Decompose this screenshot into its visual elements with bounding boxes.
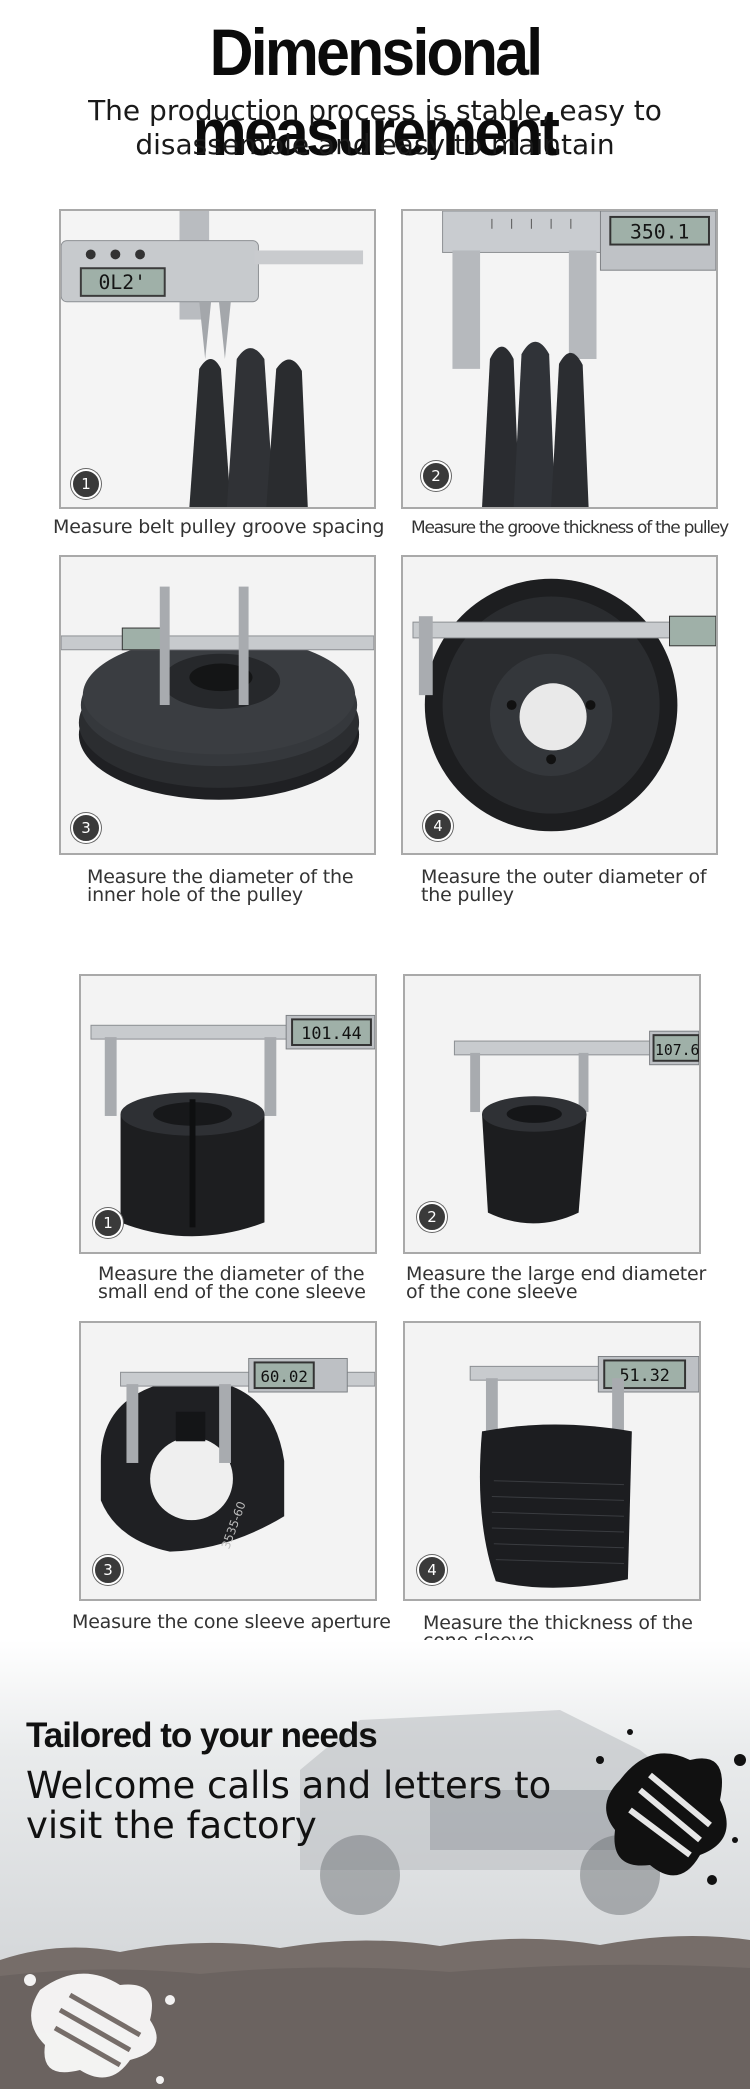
subtitle-line-2: disassemble and easy to maintain bbox=[135, 128, 615, 161]
caliper-pulley-illustration bbox=[403, 557, 716, 853]
step-badge: 3 bbox=[71, 813, 101, 843]
photo-inner-hole: 3 bbox=[59, 555, 376, 855]
caliper-reading: 107.6 bbox=[655, 1042, 699, 1059]
caption-line: Measure the diameter of the bbox=[98, 1263, 365, 1285]
truck-background bbox=[0, 1640, 750, 2089]
step-badge: 4 bbox=[423, 811, 453, 841]
caption-outer-diameter: Measure the outer diameter of the pulley bbox=[421, 866, 707, 906]
photo-sleeve-large-end: 107.6 2 bbox=[403, 974, 701, 1254]
photo-sleeve-aperture: 3535-60 60.02 3 bbox=[79, 1321, 377, 1601]
caption-sleeve-aperture: Measure the cone sleeve aperture bbox=[72, 1611, 391, 1633]
step-badge: 3 bbox=[93, 1555, 123, 1585]
caliper-reading: 350.1 bbox=[630, 221, 689, 244]
photo-groove-spacing: 0L2' 1 bbox=[59, 209, 376, 509]
step-badge: 2 bbox=[417, 1202, 447, 1232]
step-badge: 4 bbox=[417, 1555, 447, 1585]
caption-line: Measure the outer diameter of bbox=[421, 866, 707, 888]
caption-line: small end of the cone sleeve bbox=[98, 1281, 366, 1303]
caliper-sleeve-illustration: 3535-60 60.02 bbox=[81, 1323, 375, 1599]
caliper-sleeve-illustration: 107.6 bbox=[405, 976, 699, 1252]
photo-outer-diameter: 4 bbox=[401, 555, 718, 855]
caption-inner-hole: Measure the diameter of the inner hole o… bbox=[87, 866, 354, 906]
photo-sleeve-thickness: 51.32 4 bbox=[403, 1321, 701, 1601]
step-badge: 1 bbox=[93, 1208, 123, 1238]
subtitle-line-1: The production process is stable, easy t… bbox=[88, 94, 662, 127]
caliper-pulley-illustration: 0L2' bbox=[61, 211, 374, 507]
welcome-line-2: visit the factory bbox=[26, 1804, 317, 1847]
caption-groove-thickness: Measure the groove thickness of the pull… bbox=[411, 518, 729, 538]
caliper-sleeve-illustration: 101.44 bbox=[81, 976, 375, 1252]
caption-sleeve-small-end: Measure the diameter of the small end of… bbox=[98, 1263, 366, 1303]
page-subtitle: The production process is stable, easy t… bbox=[0, 94, 750, 162]
footer-welcome: Welcome calls and letters to visit the f… bbox=[26, 1766, 551, 1846]
photo-sleeve-small-end: 101.44 1 bbox=[79, 974, 377, 1254]
footer-tagline: Tailored to your needs bbox=[26, 1716, 378, 1755]
caption-line: Measure the large end diameter bbox=[406, 1263, 707, 1285]
page-title: Dimensional measurement bbox=[192, 15, 560, 169]
caption-line: the pulley bbox=[421, 884, 514, 906]
step-badge: 1 bbox=[71, 469, 101, 499]
welcome-line-1: Welcome calls and letters to bbox=[26, 1764, 552, 1807]
caliper-reading: 101.44 bbox=[301, 1023, 362, 1043]
caliper-reading: 0L2' bbox=[99, 271, 146, 294]
caption-line: Measure the diameter of the bbox=[87, 866, 354, 888]
caliper-reading: 60.02 bbox=[260, 1367, 307, 1386]
caption-line: inner hole of the pulley bbox=[87, 884, 303, 906]
caliper-pulley-illustration bbox=[61, 557, 374, 853]
caption-line: of the cone sleeve bbox=[406, 1281, 578, 1303]
footer-banner bbox=[0, 1640, 750, 2089]
photo-groove-thickness: 350.1 2 bbox=[401, 209, 718, 509]
caliper-sleeve-illustration: 51.32 bbox=[405, 1323, 699, 1599]
caliper-reading: 51.32 bbox=[619, 1365, 669, 1385]
caption-line: Measure the thickness of the bbox=[423, 1612, 693, 1634]
caption-groove-spacing: Measure belt pulley groove spacing bbox=[53, 516, 385, 538]
caption-sleeve-large-end: Measure the large end diameter of the co… bbox=[406, 1263, 707, 1303]
step-badge: 2 bbox=[421, 461, 451, 491]
caliper-pulley-illustration: 350.1 bbox=[403, 211, 716, 507]
